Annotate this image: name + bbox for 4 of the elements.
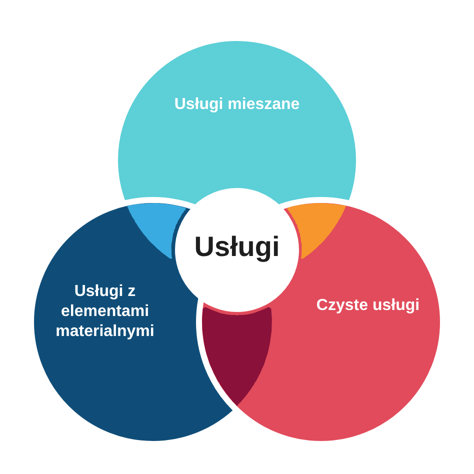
circle-label: Czyste usługi <box>315 296 421 316</box>
circle-label: Usługi z elementami materialnymi <box>54 282 156 342</box>
circle-label: Usługi <box>193 230 281 264</box>
circle-label: Usługi mieszane <box>173 95 301 115</box>
